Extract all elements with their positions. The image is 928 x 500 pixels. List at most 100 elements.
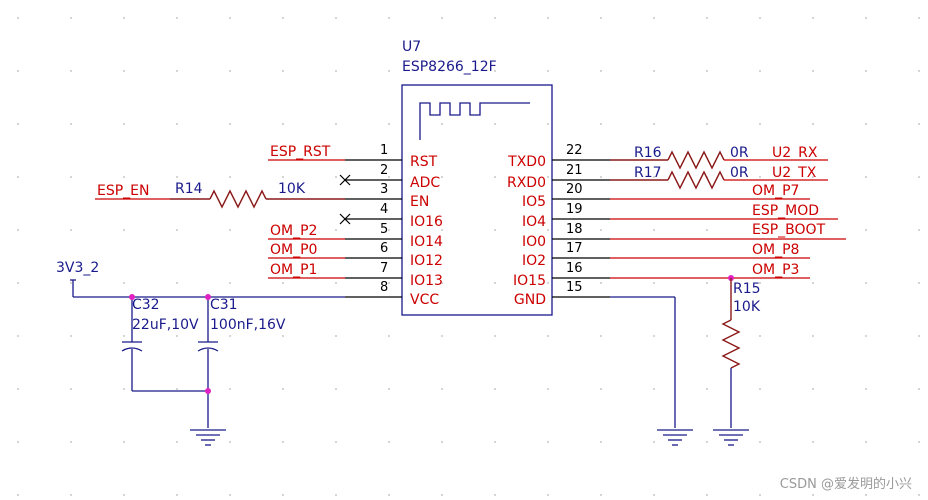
grid-dot bbox=[865, 123, 867, 125]
grid-dot bbox=[70, 441, 72, 443]
grid-dot bbox=[335, 176, 337, 178]
c31-value: 100nF,16V bbox=[210, 317, 286, 333]
grid-dot bbox=[70, 17, 72, 19]
svg-text:1: 1 bbox=[380, 143, 388, 158]
module-body bbox=[401, 84, 553, 316]
grid-dot bbox=[229, 494, 231, 496]
grid-dot bbox=[600, 335, 602, 337]
grid-dot bbox=[441, 335, 443, 337]
grid-dot bbox=[17, 123, 19, 125]
grid-dot bbox=[706, 494, 708, 496]
grid-dot bbox=[918, 17, 920, 19]
grid-dot bbox=[282, 282, 284, 284]
left-pin-8: 8 VCC bbox=[345, 280, 439, 308]
no-connect-io16 bbox=[339, 213, 351, 225]
grid-dot bbox=[759, 229, 761, 231]
grid-dot bbox=[494, 229, 496, 231]
grid-dot bbox=[918, 229, 920, 231]
svg-text:IO14: IO14 bbox=[410, 234, 443, 250]
grid-dot bbox=[176, 335, 178, 337]
grid-dot bbox=[17, 70, 19, 72]
grid-dot bbox=[812, 388, 814, 390]
grid-dot bbox=[441, 494, 443, 496]
grid-dot bbox=[229, 229, 231, 231]
grid-dot bbox=[653, 282, 655, 284]
watermark: CSDN @爱发明的小兴 bbox=[780, 476, 912, 492]
right-pin-19: 19 IO4 bbox=[522, 202, 610, 230]
grid-dot bbox=[865, 441, 867, 443]
grid-dot bbox=[229, 70, 231, 72]
grid-dot bbox=[17, 17, 19, 19]
right-pin-22: 22 TXD0 bbox=[507, 143, 610, 170]
r14-ref: R14 bbox=[175, 181, 203, 197]
grid-dot bbox=[918, 123, 920, 125]
r17-value: 0R bbox=[730, 165, 749, 181]
grid-dot bbox=[918, 388, 920, 390]
grid-dot bbox=[176, 494, 178, 496]
svg-text:18: 18 bbox=[566, 222, 583, 237]
grid-dot bbox=[176, 70, 178, 72]
grid-dot bbox=[388, 17, 390, 19]
grid-dot bbox=[918, 494, 920, 496]
grid-dot bbox=[388, 494, 390, 496]
grid-dot bbox=[388, 388, 390, 390]
grid-dot bbox=[282, 17, 284, 19]
svg-text:21: 21 bbox=[566, 163, 583, 178]
svg-text:OM_P3: OM_P3 bbox=[752, 262, 799, 278]
grid-dot bbox=[388, 123, 390, 125]
svg-text:15: 15 bbox=[566, 280, 583, 295]
grid-dot bbox=[600, 494, 602, 496]
grid-dot bbox=[282, 441, 284, 443]
grid-dot bbox=[17, 494, 19, 496]
grid-dot bbox=[494, 441, 496, 443]
svg-text:3V3_2: 3V3_2 bbox=[56, 260, 99, 276]
grid-dot bbox=[759, 441, 761, 443]
grid-dot bbox=[70, 229, 72, 231]
grid-dot bbox=[812, 441, 814, 443]
left-pin-1: 1 RST bbox=[345, 143, 438, 170]
grid-dot bbox=[123, 388, 125, 390]
ground-symbol-gnd bbox=[657, 429, 693, 446]
grid-dot bbox=[706, 17, 708, 19]
grid-dot bbox=[547, 229, 549, 231]
c32-ref: C32 bbox=[132, 297, 160, 313]
svg-text:4: 4 bbox=[380, 202, 388, 217]
left-pin-7: 7 IO13 bbox=[345, 261, 443, 289]
grid-dot bbox=[706, 441, 708, 443]
grid-dot bbox=[653, 17, 655, 19]
grid-dot bbox=[653, 229, 655, 231]
svg-text:RXD0: RXD0 bbox=[507, 175, 546, 191]
grid-dot bbox=[70, 176, 72, 178]
grid-dot bbox=[759, 388, 761, 390]
grid-dot bbox=[494, 494, 496, 496]
grid-dot bbox=[706, 388, 708, 390]
grid-dot bbox=[600, 70, 602, 72]
grid-dot bbox=[494, 70, 496, 72]
grid-dot bbox=[335, 17, 337, 19]
net-gnd bbox=[610, 296, 676, 428]
grid-dot bbox=[812, 176, 814, 178]
svg-text:IO12: IO12 bbox=[410, 253, 443, 269]
grid-dot bbox=[441, 70, 443, 72]
grid-dot bbox=[335, 229, 337, 231]
grid-dot bbox=[547, 494, 549, 496]
grid-dot bbox=[812, 17, 814, 19]
grid-dot bbox=[123, 229, 125, 231]
grid-dot bbox=[229, 388, 231, 390]
grid-dot bbox=[441, 388, 443, 390]
svg-text:TXD0: TXD0 bbox=[507, 154, 546, 170]
grid-dot bbox=[547, 123, 549, 125]
grid-dot bbox=[441, 229, 443, 231]
grid-dot bbox=[282, 335, 284, 337]
grid-dot bbox=[441, 441, 443, 443]
svg-text:GND: GND bbox=[514, 292, 546, 308]
grid-dot bbox=[441, 176, 443, 178]
svg-text:16: 16 bbox=[566, 261, 583, 276]
grid-dot bbox=[176, 123, 178, 125]
grid-dot bbox=[600, 176, 602, 178]
right-pin-17: 17 IO2 bbox=[522, 241, 610, 269]
junction-dot bbox=[205, 294, 211, 300]
r16-value: 0R bbox=[730, 145, 749, 161]
grid-dot bbox=[441, 123, 443, 125]
